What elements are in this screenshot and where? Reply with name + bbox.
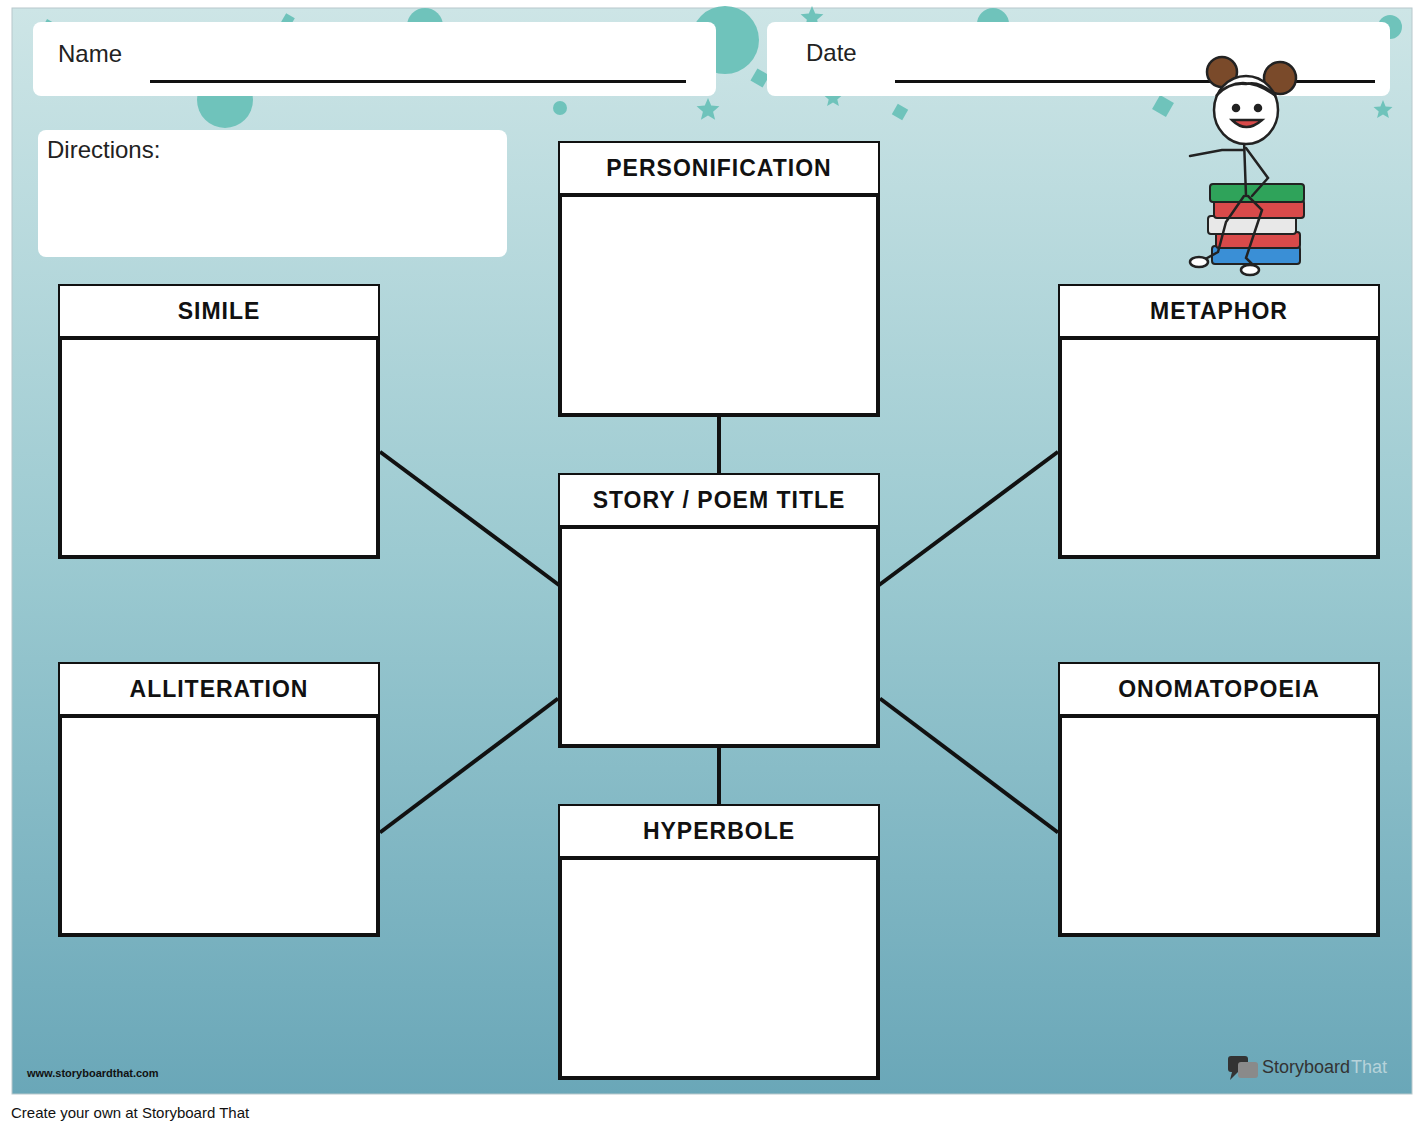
answer-box: [558, 856, 880, 1080]
connector-line: [380, 699, 558, 833]
organizer-box: HYPERBOLE: [558, 804, 880, 1080]
answer-box: [558, 525, 880, 748]
form-panel: Date: [767, 22, 1390, 96]
header-box: ALLITERATION: [58, 662, 380, 716]
organizer-box: PERSONIFICATION: [558, 141, 880, 417]
answer-box: [1058, 336, 1380, 559]
girl-figure: [1190, 57, 1296, 275]
header-box: SIMILE: [58, 284, 380, 338]
logo-icon: [1228, 1056, 1258, 1080]
device-heading: SIMILE: [178, 298, 261, 325]
organizer-box: METAPHOR: [1058, 284, 1380, 559]
organizer-box: SIMILE: [58, 284, 380, 559]
book-stack: [1208, 184, 1304, 264]
header-box: PERSONIFICATION: [558, 141, 880, 195]
organizer-box: STORY / POEM TITLE: [558, 473, 880, 748]
device-heading: HYPERBOLE: [643, 818, 795, 845]
organizer-box: ALLITERATION: [58, 662, 380, 937]
connector-line: [717, 417, 721, 473]
header-box: HYPERBOLE: [558, 804, 880, 858]
credit-note: Create your own at Storyboard That: [11, 1104, 249, 1121]
connector-line: [717, 748, 721, 804]
organizer-box: ONOMATOPOEIA: [1058, 662, 1380, 937]
background-panel: [12, 8, 1412, 1094]
field-label: Date: [806, 39, 857, 67]
connector-line: [880, 699, 1058, 833]
field-label: Name: [58, 40, 122, 68]
device-heading: ALLITERATION: [130, 676, 309, 703]
answer-box: [58, 336, 380, 559]
logo-text: Storyboard: [1262, 1057, 1350, 1078]
header-box: METAPHOR: [1058, 284, 1380, 338]
connector-line: [380, 452, 560, 586]
device-heading: METAPHOR: [1150, 298, 1288, 325]
device-heading: ONOMATOPOEIA: [1118, 676, 1320, 703]
answer-box: [558, 193, 880, 417]
write-line: [895, 80, 1375, 83]
form-panel: Directions:: [38, 130, 507, 257]
answer-box: [58, 714, 380, 937]
header-box: STORY / POEM TITLE: [558, 473, 880, 527]
header-box: ONOMATOPOEIA: [1058, 662, 1380, 716]
logo-text: That: [1351, 1057, 1387, 1078]
write-line: [150, 80, 686, 83]
connector-line: [878, 452, 1058, 586]
website-url: www.storyboardthat.com: [27, 1067, 159, 1079]
device-heading: STORY / POEM TITLE: [593, 487, 846, 514]
answer-box: [1058, 714, 1380, 937]
device-heading: PERSONIFICATION: [606, 155, 831, 182]
field-label: Directions:: [47, 136, 160, 164]
form-panel: Name: [33, 22, 716, 96]
